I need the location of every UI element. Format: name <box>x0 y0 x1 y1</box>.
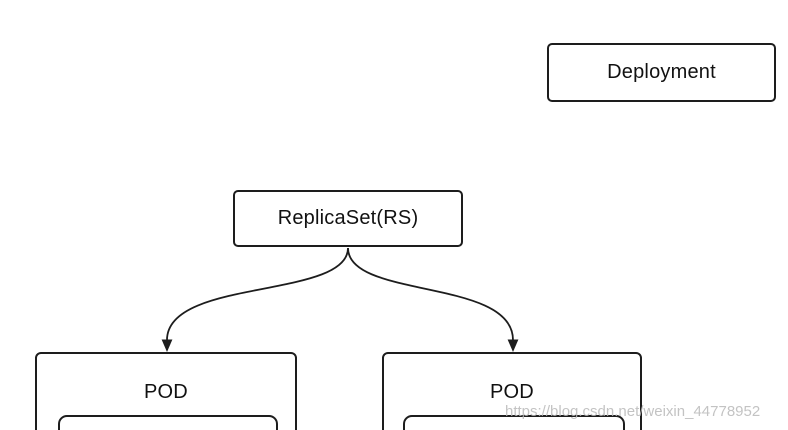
replicaset-label: ReplicaSet(RS) <box>277 207 419 229</box>
watermark-text: https://blog.csdn.net/weixin_44778952 <box>505 403 761 420</box>
pod-right-node: POD <box>382 352 642 430</box>
pod-right-label: POD <box>490 381 534 403</box>
pod-right-inner-box <box>403 415 625 430</box>
pod-left-inner-box <box>58 415 278 430</box>
deployment-node: Deployment <box>547 43 776 102</box>
pod-left-node: POD <box>35 352 297 430</box>
pod-left-label: POD <box>144 381 188 403</box>
arrowhead-pod-left-icon <box>161 339 173 352</box>
arrowhead-pod-right-icon <box>507 339 519 352</box>
replicaset-node: ReplicaSet(RS) <box>233 190 463 247</box>
edge-replicaset-to-pod-right <box>347 247 514 341</box>
deployment-label: Deployment <box>607 61 716 83</box>
edge-replicaset-to-pod-left <box>166 247 349 341</box>
